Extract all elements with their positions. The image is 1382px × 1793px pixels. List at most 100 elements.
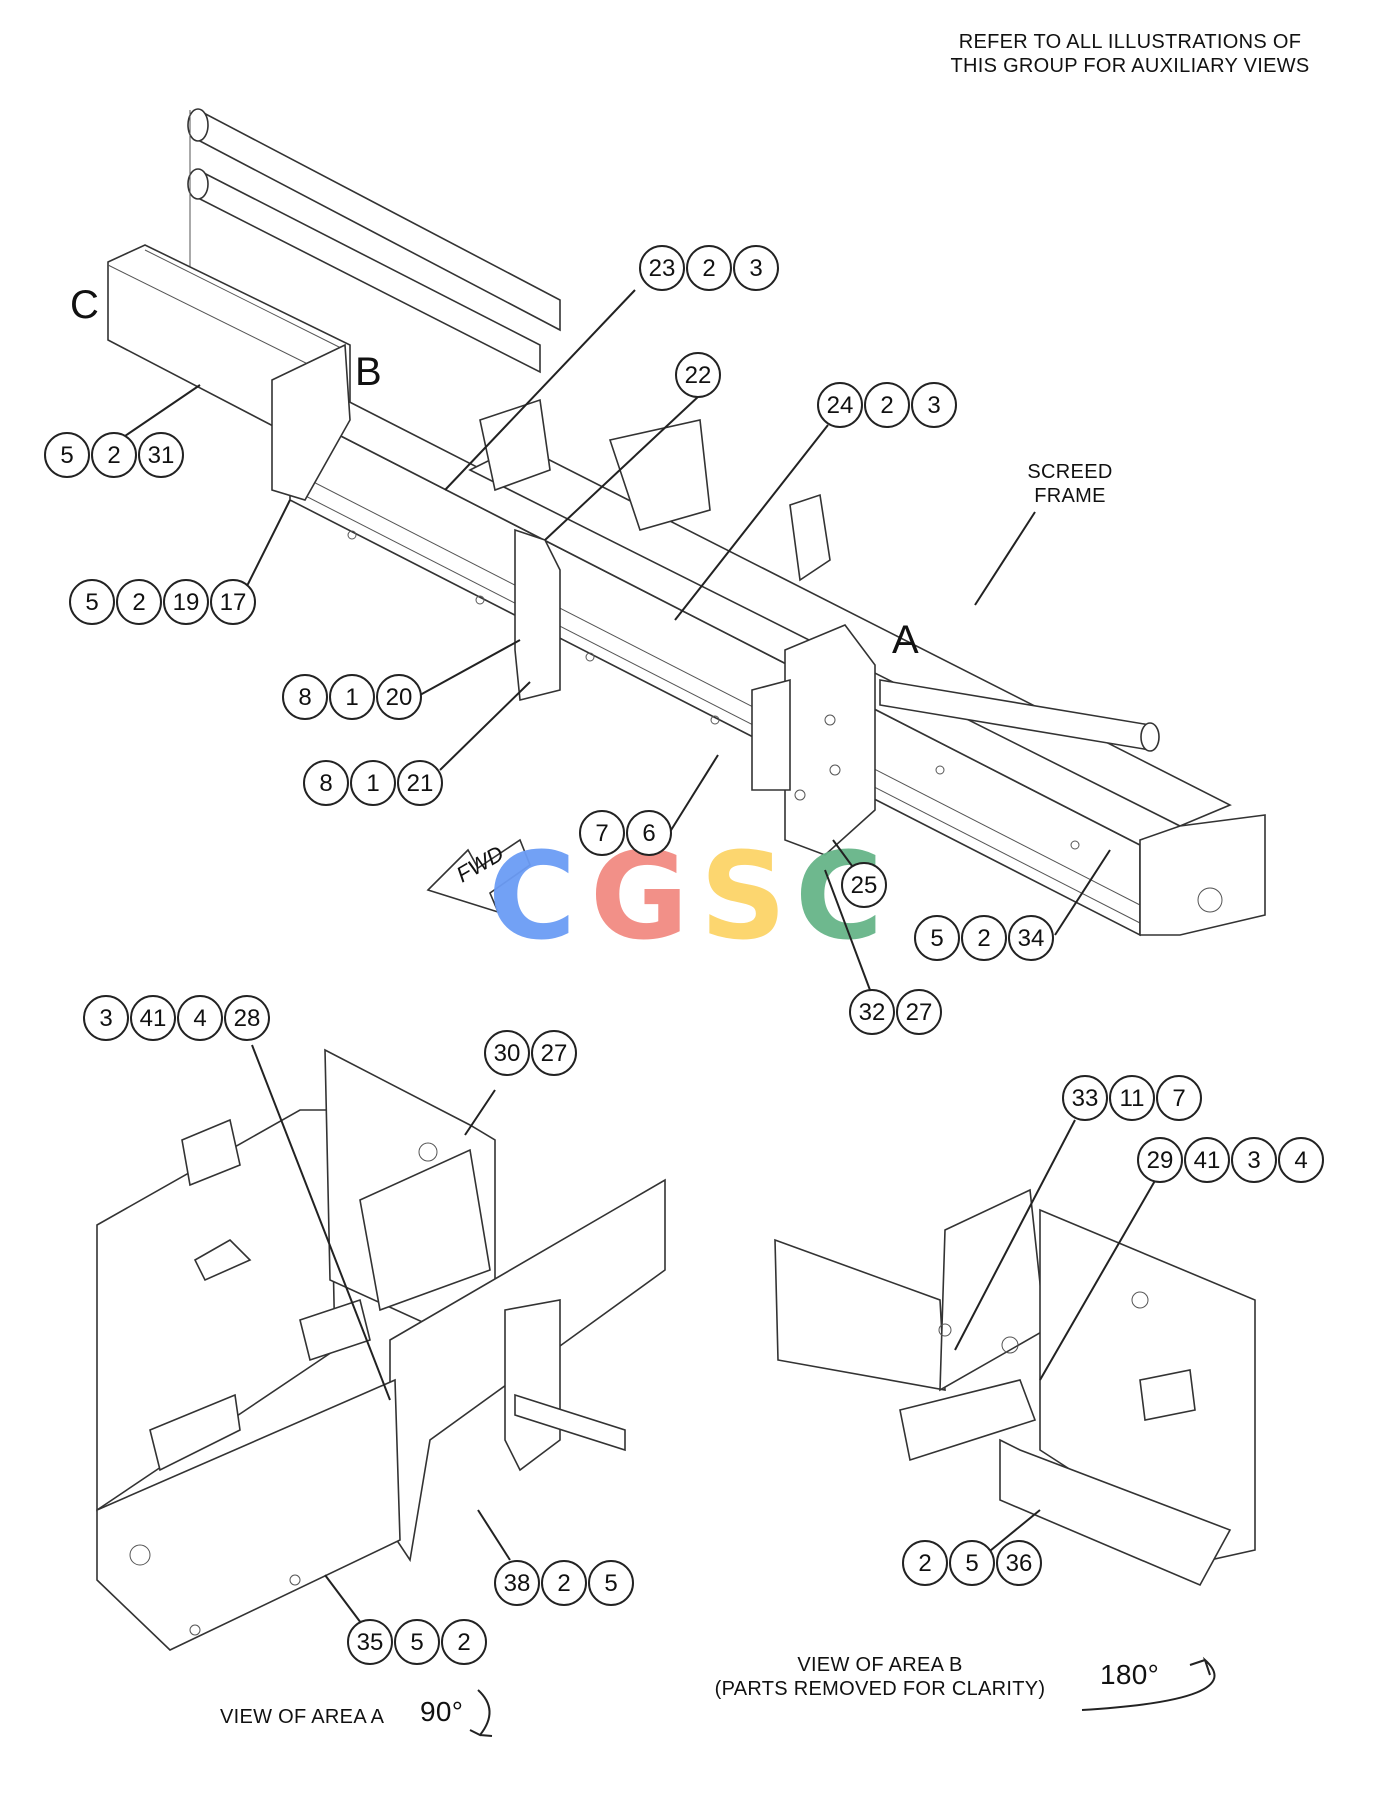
callout-circle — [210, 579, 256, 625]
callout-circle — [441, 1619, 487, 1665]
callout-5-2-31: 5 2 31 — [44, 432, 184, 478]
callout-number: 1 — [366, 770, 379, 797]
callout-number: 3 — [1247, 1147, 1260, 1174]
callout-number: 8 — [319, 770, 332, 797]
callout-number: 1 — [345, 684, 358, 711]
callout-2-5-36: 2 5 36 — [902, 1540, 1042, 1586]
callout-circle — [397, 760, 443, 806]
callout-circle — [1156, 1075, 1202, 1121]
callout-number: 19 — [173, 589, 200, 616]
area-letter-b: B — [355, 350, 382, 394]
view-a-caption: VIEW OF AREA A — [220, 1706, 385, 1728]
callout-circle — [1008, 915, 1054, 961]
callout-circle — [224, 995, 270, 1041]
callout-number: 5 — [410, 1629, 423, 1656]
callout-number: 22 — [685, 362, 712, 389]
callout-circle — [1137, 1137, 1183, 1183]
callout-number: 36 — [1006, 1550, 1033, 1577]
screed-label-line-2: FRAME — [1034, 485, 1106, 507]
callout-number: 31 — [148, 442, 175, 469]
callout-circle — [686, 245, 732, 291]
callout-circle — [494, 1560, 540, 1606]
view-b-assembly — [774, 1188, 1256, 1587]
callout-number: 24 — [827, 392, 854, 419]
view-a-rotation-arrow-icon — [469, 1689, 493, 1737]
callout-number: 30 — [494, 1040, 521, 1067]
watermark-c: C — [488, 828, 576, 967]
callout-circle — [1278, 1137, 1324, 1183]
callout-number: 17 — [220, 589, 247, 616]
view-b-caption: VIEW OF AREA B (PARTS REMOVED FOR CLARIT… — [700, 1653, 1060, 1701]
callout-circle — [849, 989, 895, 1035]
callout-circle — [1062, 1075, 1108, 1121]
callout-number: 5 — [60, 442, 73, 469]
callout-number: 41 — [140, 1005, 167, 1032]
callout-number: 3 — [99, 1005, 112, 1032]
header-note-line-2: THIS GROUP FOR AUXILIARY VIEWS — [950, 55, 1310, 77]
callout-circle — [896, 989, 942, 1035]
callout-circle — [91, 432, 137, 478]
callout-number: 2 — [702, 255, 715, 282]
callout-circle — [541, 1560, 587, 1606]
callout-circle — [329, 674, 375, 720]
callout-number: 11 — [1120, 1085, 1145, 1112]
view-b-caption-line-1: VIEW OF AREA B — [797, 1654, 963, 1676]
callout-number: 29 — [1147, 1147, 1174, 1174]
callout-number: 5 — [965, 1550, 978, 1577]
callout-circle — [675, 352, 721, 398]
callout-number: 8 — [298, 684, 311, 711]
callout-number: 35 — [357, 1629, 384, 1656]
callout-number: 7 — [595, 820, 608, 847]
screed-label-line-1: SCREED — [1027, 461, 1113, 483]
callout-number: 2 — [457, 1629, 470, 1656]
callout-circle — [588, 1560, 634, 1606]
callout-circle — [579, 810, 625, 856]
callout-25: 25 — [841, 862, 887, 908]
callout-3-41-4-28: 3 41 4 28 — [83, 995, 270, 1041]
callout-number: 4 — [193, 1005, 206, 1032]
callout-circle — [282, 674, 328, 720]
header-note-line-1: REFER TO ALL ILLUSTRATIONS OF — [958, 31, 1302, 53]
callout-circle — [350, 760, 396, 806]
view-b-caption-line-2: (PARTS REMOVED FOR CLARITY) — [714, 1678, 1046, 1700]
callout-number: 27 — [541, 1040, 568, 1067]
callout-number: 28 — [234, 1005, 261, 1032]
callout-number: 25 — [851, 872, 878, 899]
callout-circle — [163, 579, 209, 625]
callout-number: 2 — [107, 442, 120, 469]
callout-circle — [1109, 1075, 1155, 1121]
callout-circle — [44, 432, 90, 478]
callout-number: 5 — [930, 925, 943, 952]
callout-circle — [83, 995, 129, 1041]
callout-circle — [303, 760, 349, 806]
callout-circle — [484, 1030, 530, 1076]
callout-circle — [639, 245, 685, 291]
callout-circle — [376, 674, 422, 720]
watermark-s: S — [700, 828, 786, 967]
callout-number: 41 — [1194, 1147, 1221, 1174]
callout-circle — [996, 1540, 1042, 1586]
callout-circle — [1231, 1137, 1277, 1183]
view-b-rotation-arrow-icon — [1081, 1656, 1216, 1711]
callout-number: 23 — [649, 255, 676, 282]
callout-circle — [817, 382, 863, 428]
callout-circle — [116, 579, 162, 625]
callout-circle — [394, 1619, 440, 1665]
callout-number: 6 — [642, 820, 655, 847]
view-a-angle: 90° — [420, 1696, 464, 1727]
callout-number: 2 — [918, 1550, 931, 1577]
callout-circle — [177, 995, 223, 1041]
leader-lines — [96, 289, 1161, 1636]
area-letter-a: A — [892, 618, 919, 662]
callout-number: 33 — [1072, 1085, 1099, 1112]
main-assembly — [107, 108, 1266, 937]
watermark: C G S C — [488, 828, 883, 967]
callout-30-27: 30 27 — [484, 1030, 577, 1076]
callout-number: 2 — [977, 925, 990, 952]
